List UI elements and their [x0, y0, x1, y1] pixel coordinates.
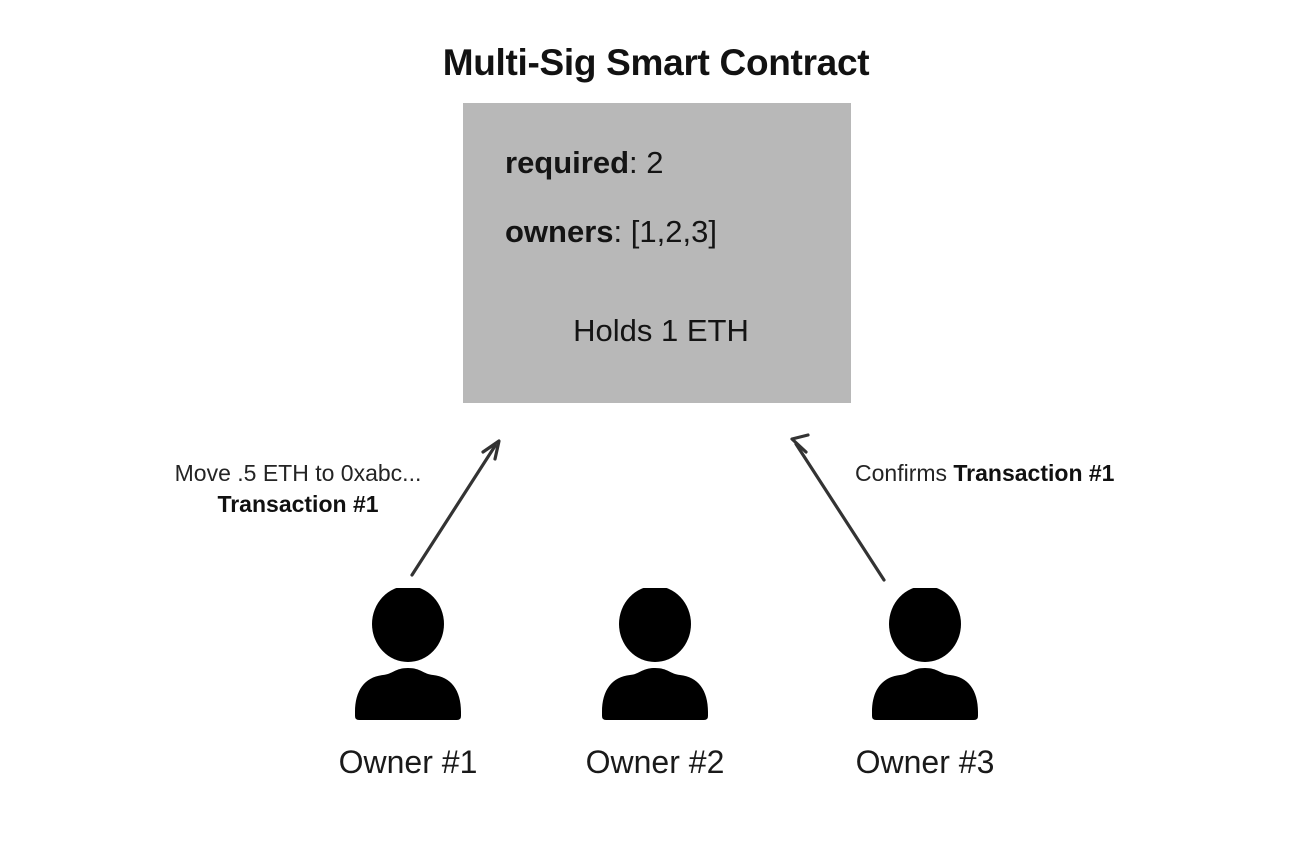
contract-owners-value: : [1,2,3] [613, 214, 717, 249]
confirm-annotation: Confirms Transaction #1 [855, 458, 1114, 489]
confirm-annotation-prefix: Confirms [855, 460, 954, 486]
owner-2: Owner #2 [555, 588, 755, 781]
contract-box: required: 2 owners: [1,2,3] Holds 1 ETH [463, 103, 851, 403]
owner-1-label: Owner #1 [338, 744, 478, 780]
propose-annotation: Move .5 ETH to 0xabc... Transaction #1 [148, 458, 448, 520]
confirm-annotation-transaction: Transaction #1 [953, 460, 1115, 486]
page-title: Multi-Sig Smart Contract [442, 42, 870, 83]
propose-arrow [410, 439, 501, 577]
propose-annotation-line2: Transaction #1 [217, 491, 379, 518]
contract-owners-row: owners: [1,2,3] [505, 216, 717, 247]
contract-required-row: required: 2 [505, 147, 664, 178]
confirm-arrow [790, 433, 886, 582]
owner-3-label: Owner #3 [855, 744, 995, 780]
contract-balance-text: Holds 1 ETH [573, 313, 749, 348]
owner-2-label: Owner #2 [585, 744, 725, 780]
person-icon [355, 588, 461, 720]
contract-owners-key: owners [505, 214, 614, 249]
contract-required-value: : 2 [629, 145, 664, 180]
person-icon [872, 588, 978, 720]
owner-1: Owner #1 [308, 588, 508, 781]
propose-annotation-line1: Move .5 ETH to 0xabc... [174, 460, 422, 486]
contract-required-key: required [505, 145, 630, 180]
person-icon [602, 588, 708, 720]
owner-3: Owner #3 [825, 588, 1025, 781]
